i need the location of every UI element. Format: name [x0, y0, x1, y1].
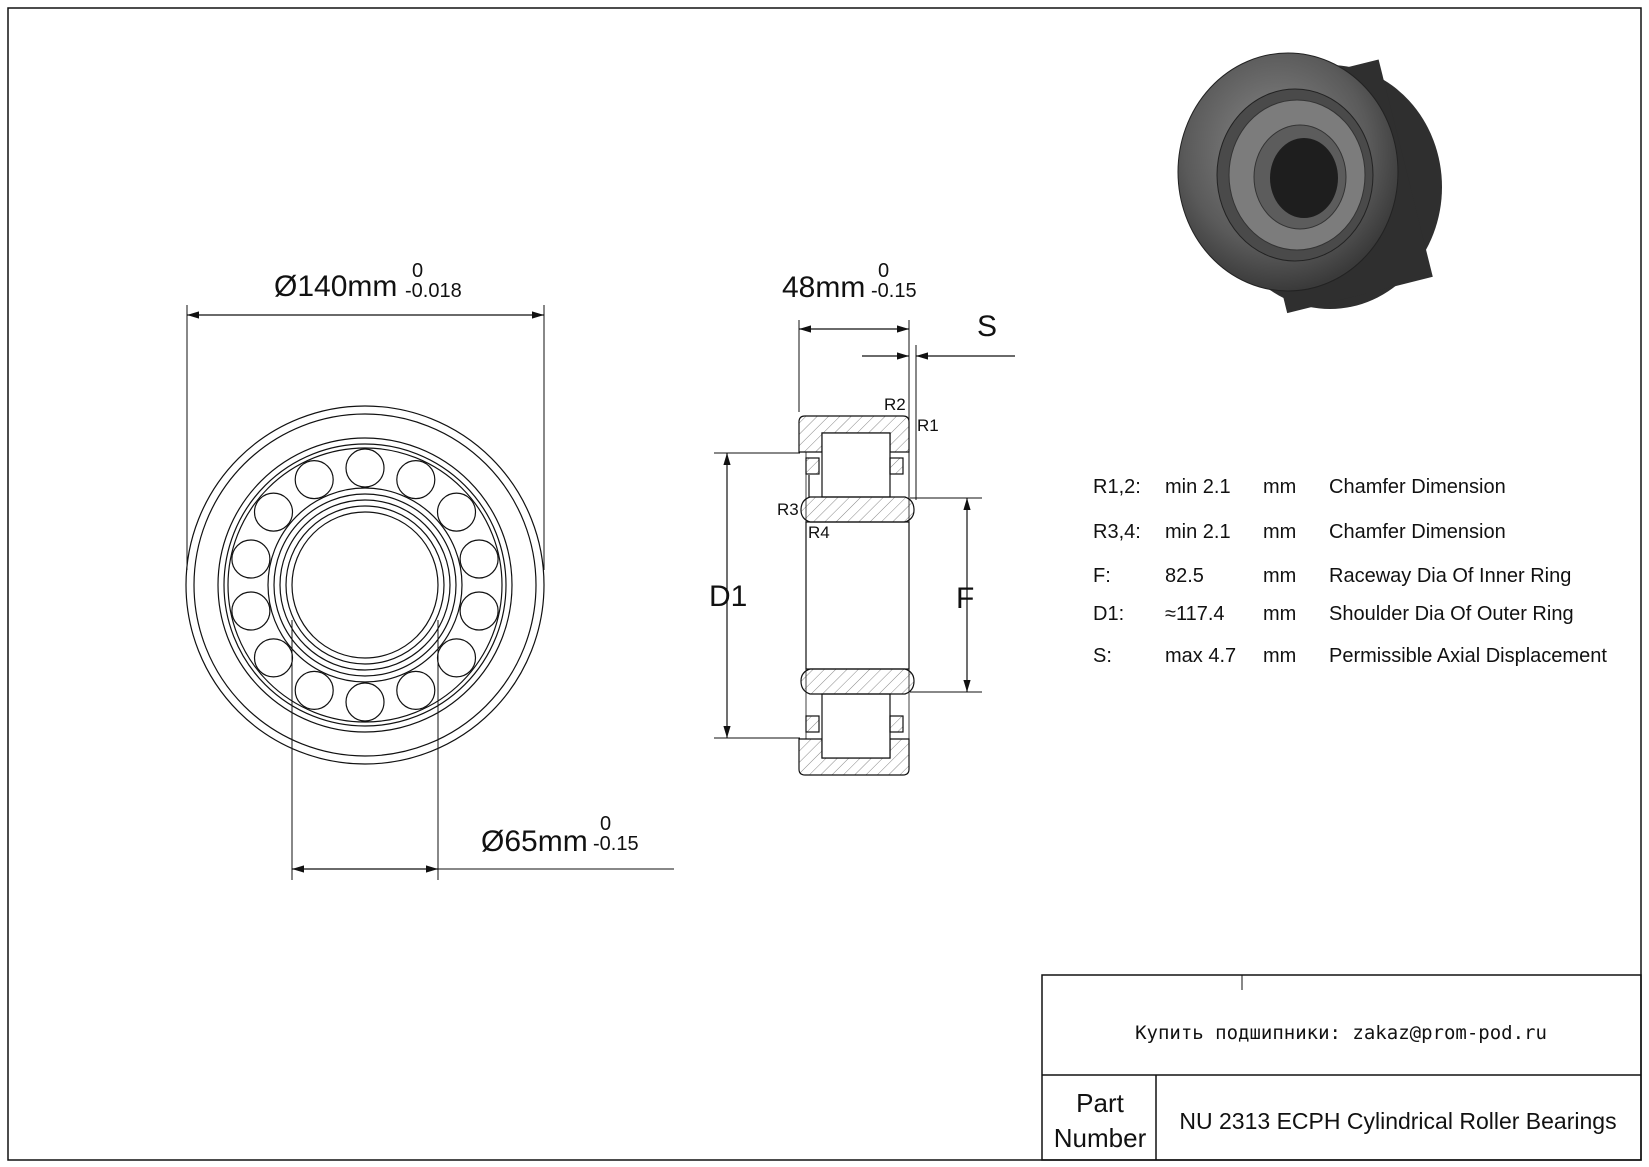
outer-diameter-value: Ø140mm [274, 270, 397, 303]
roller-section-bottom [821, 693, 891, 759]
spec-value: min 2.1 [1165, 521, 1231, 543]
drawing-frame [7, 7, 1642, 1161]
width-value: 48mm [782, 271, 865, 304]
spec-label: S: [1093, 645, 1112, 667]
spec-unit: mm [1263, 603, 1296, 625]
title-block-contact: Купить подшипники: zakaz@prom-pod.ru [1135, 1022, 1547, 1044]
cage-inner [267, 487, 463, 683]
width-lower-tol: -0.15 [871, 280, 917, 302]
roller [345, 682, 385, 722]
r3-label: R3 [777, 500, 799, 519]
spec-value: min 2.1 [1165, 476, 1231, 498]
cage-outer [227, 447, 503, 723]
roller [253, 638, 294, 678]
roller [436, 638, 477, 678]
spec-value: max 4.7 [1165, 645, 1236, 667]
roller [231, 539, 271, 579]
spec-unit: mm [1263, 565, 1296, 587]
spec-description: Shoulder Dia Of Outer Ring [1329, 603, 1574, 625]
spec-value: 82.5 [1165, 565, 1204, 587]
outer-ring-outer-edge [185, 405, 545, 765]
bore-diameter-lower-tol: -0.15 [593, 833, 639, 855]
d1-dimension: D1 [709, 452, 800, 739]
roller-set [231, 448, 499, 722]
roller [459, 539, 499, 579]
roller [459, 591, 499, 631]
roller [396, 460, 436, 500]
bore-diameter-upper-tol: 0 [600, 813, 611, 835]
bore-chamfer [285, 505, 445, 665]
bore-diameter-dimension: Ø65mm 0 -0.15 [291, 620, 674, 880]
section-view [798, 415, 915, 776]
cage-section-top-left [805, 457, 820, 475]
r1-label: R1 [917, 416, 939, 435]
spec-description: Chamfer Dimension [1329, 521, 1506, 543]
roller [396, 670, 436, 711]
roller [231, 591, 271, 631]
inner-ring-bore-band [805, 521, 910, 670]
spec-label: R1,2: [1093, 476, 1141, 498]
part-label-line2: Number [1054, 1123, 1147, 1153]
inner-ring-raceway [273, 493, 457, 677]
width-dimension: 48mm 0 -0.15 [782, 260, 917, 412]
front-view [185, 405, 545, 765]
inner-ring-section-bottom [800, 668, 915, 695]
cage-section-bottom-left [805, 715, 820, 733]
part-number: NU 2313 ECPH Cylindrical Roller Bearings [1179, 1108, 1616, 1134]
spec-label: D1: [1093, 603, 1124, 625]
inner-ring-section-top [800, 496, 915, 523]
r4-label: R4 [808, 523, 830, 542]
s-dimension: S [862, 310, 1015, 500]
roller [345, 448, 385, 488]
bearing-3d-render [1177, 52, 1442, 314]
outer-diameter-upper-tol: 0 [412, 260, 423, 282]
part-label-line1: Part [1076, 1088, 1124, 1118]
spec-label: R3,4: [1093, 521, 1141, 543]
outer-diameter-lower-tol: -0.018 [405, 280, 462, 302]
spec-label: F: [1093, 565, 1111, 587]
spec-value: ≈117.4 [1165, 603, 1225, 625]
inner-ring-edge [279, 499, 451, 671]
d1-label: D1 [709, 580, 747, 613]
f-label: F [956, 582, 974, 615]
roller [294, 670, 334, 711]
f-dimension: F [910, 497, 982, 693]
outer-ring-chamfer [193, 413, 537, 757]
width-upper-tol: 0 [878, 260, 889, 282]
spec-description: Raceway Dia Of Inner Ring [1329, 565, 1571, 587]
spec-description: Chamfer Dimension [1329, 476, 1506, 498]
r2-label: R2 [884, 395, 906, 414]
bore-diameter-value: Ø65mm [481, 825, 588, 858]
spec-unit: mm [1263, 476, 1296, 498]
spec-unit: mm [1263, 521, 1296, 543]
cage-section-bottom-right [889, 715, 904, 733]
s-label: S [977, 310, 997, 343]
outer-diameter-dimension: Ø140mm 0 -0.018 [186, 260, 545, 570]
roller [253, 492, 294, 532]
roller-section-top [821, 432, 891, 498]
spec-description: Permissible Axial Displacement [1329, 645, 1607, 667]
title-block [1041, 974, 1642, 1161]
outer-ring-inner-edge [217, 437, 513, 733]
roller [436, 492, 477, 532]
spec-unit: mm [1263, 645, 1296, 667]
bore [291, 511, 439, 659]
roller [294, 460, 334, 500]
cage-section-top-right [889, 457, 904, 475]
outer-ring-shoulder [223, 443, 507, 727]
